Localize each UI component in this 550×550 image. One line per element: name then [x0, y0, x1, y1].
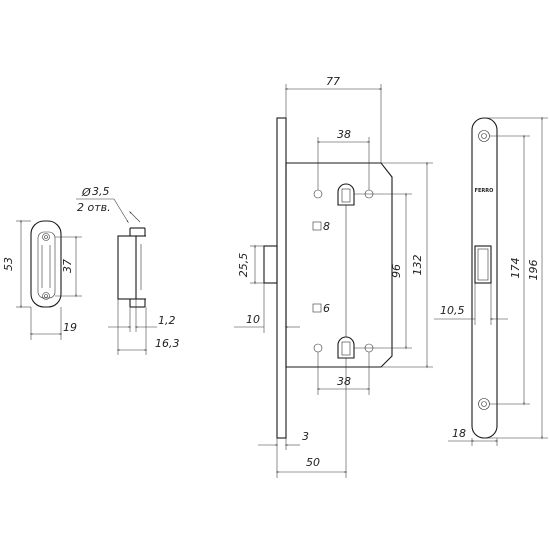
dim-backset: 50 — [275, 358, 348, 478]
dim-text-faceplate-height: 196 — [527, 260, 540, 281]
dim-body-width: 77 — [284, 75, 383, 163]
dim-text-faceplate-slot-offset: 10,5 — [440, 304, 465, 317]
dim-text-strike-width: 19 — [63, 321, 77, 334]
dim-text-hole-spacing-top: 38 — [337, 128, 351, 141]
strike-plate-section-view — [117, 227, 146, 308]
dim-text-latch-height: 25,5 — [237, 253, 250, 278]
dim-text-phi-symbol: Ø — [81, 186, 91, 199]
dim-text-strike-depth: 1,2 — [158, 314, 176, 327]
dim-text-hole-spacing-bottom: 38 — [337, 375, 351, 388]
dim-latch-throw: 10 — [234, 283, 300, 333]
dim-strike-height: 53 — [2, 219, 31, 309]
dim-text-strike-slot: 37 — [61, 259, 74, 273]
dim-text-hole-diameter: 3,5 — [92, 185, 110, 198]
dim-hole-diameter: Ø 3,5 2 отв. — [76, 185, 141, 224]
dim-center-distance: 96 — [354, 192, 412, 350]
dim-text-faceplate-offset: 3 — [302, 430, 309, 443]
dim-text-latch-throw: 10 — [246, 313, 260, 326]
dim-square-top: 8 — [323, 220, 330, 233]
dim-latch-height: 25,5 — [237, 244, 264, 285]
dim-faceplate-height: 196 — [486, 116, 548, 440]
dim-hole-spacing-top: 38 — [316, 128, 371, 190]
dim-strike-depth: 1,2 — [108, 299, 176, 332]
dim-strike-slot: 37 — [55, 235, 82, 298]
dim-faceplate-slot-offset: 10,5 — [434, 283, 508, 325]
faceplate: FERRO — [471, 117, 498, 439]
dim-text-faceplate-width: 18 — [452, 427, 466, 440]
dim-text-strike-height: 53 — [2, 257, 15, 271]
dim-text-center-distance: 96 — [390, 264, 403, 278]
dim-faceplate-offset: 3 — [258, 430, 309, 450]
dim-text-backset: 50 — [306, 456, 320, 469]
dim-text-body-width: 77 — [326, 75, 340, 88]
dim-text-hole-count: 2 отв. — [77, 201, 111, 214]
brand-mark: FERRO — [475, 188, 494, 194]
dim-body-height: 132 — [381, 161, 433, 369]
dim-faceplate-holes: 174 — [490, 134, 530, 406]
dim-square-bottom: 6 — [323, 302, 330, 315]
dim-text-body-height: 132 — [411, 255, 424, 276]
dim-text-square-top: 8 — [323, 220, 330, 233]
strike-plate-front-view — [30, 220, 62, 308]
dim-strike-total: 16,3 — [116, 299, 180, 355]
dim-text-square-bottom: 6 — [323, 302, 330, 315]
dim-text-faceplate-holes: 174 — [509, 258, 522, 279]
dim-faceplate-width: 18 — [448, 427, 499, 446]
dim-text-strike-total: 16,3 — [155, 337, 180, 350]
dim-hole-spacing-bottom: 38 — [316, 352, 371, 395]
dim-strike-width: 19 — [29, 307, 77, 340]
lock-body — [263, 117, 393, 439]
